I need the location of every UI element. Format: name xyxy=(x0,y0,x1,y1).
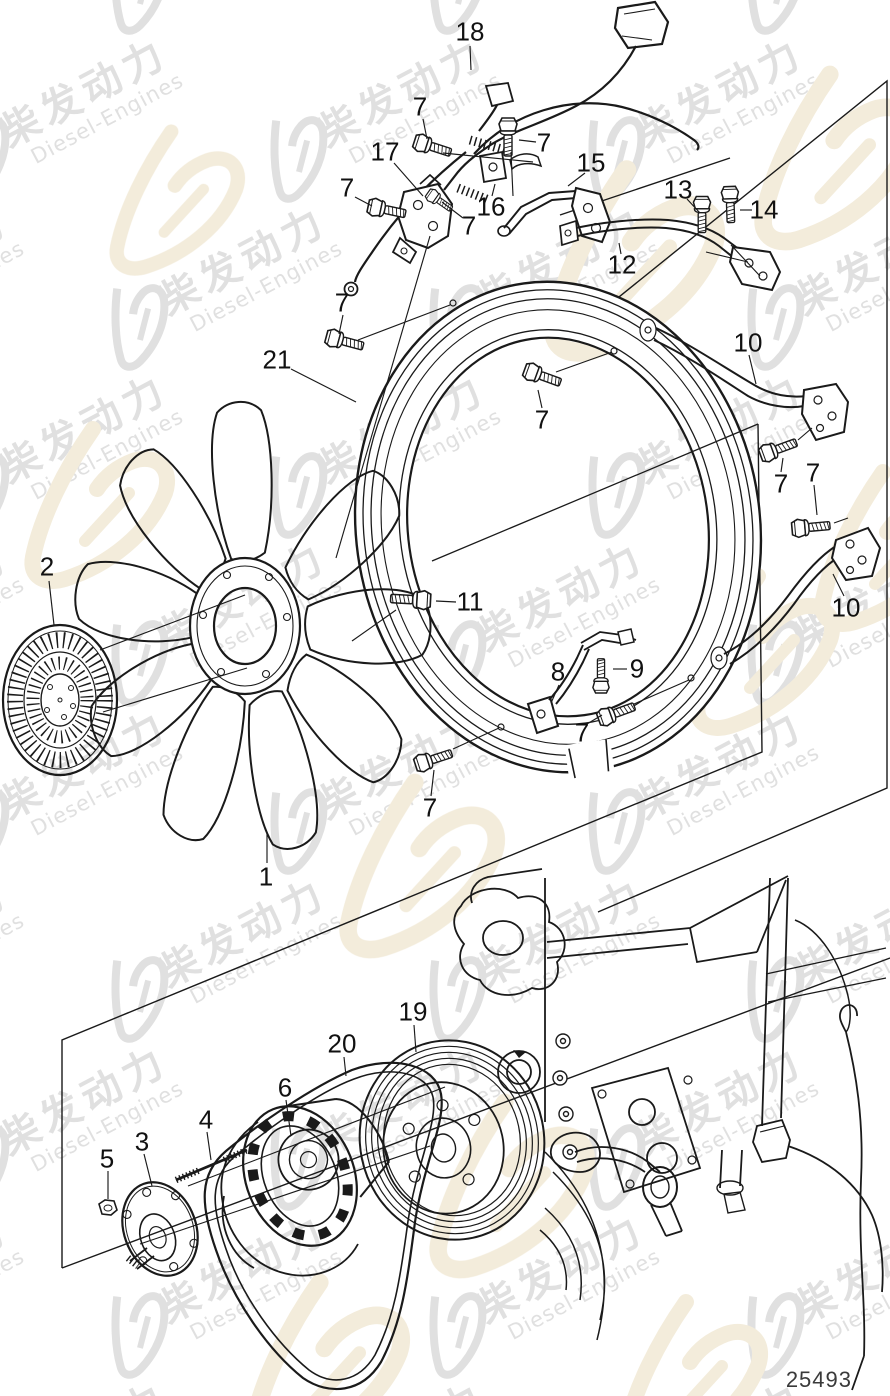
bracket-15 xyxy=(497,186,612,244)
callout-18-0: 18 xyxy=(455,16,485,47)
bracket-12 xyxy=(559,218,782,292)
callout-8-20: 8 xyxy=(550,656,566,687)
callout-19-25: 19 xyxy=(398,996,428,1027)
viscous-clutch xyxy=(1,623,119,777)
callout-7-15: 7 xyxy=(773,468,789,499)
callout-7-23: 7 xyxy=(422,792,438,823)
callout-15-7: 15 xyxy=(576,147,606,178)
callout-14-10: 14 xyxy=(749,194,779,225)
svg-text:Diesel-Engines: Diesel-Engines xyxy=(0,0,28,1)
svg-text:Diesel-Engines: Diesel-Engines xyxy=(0,236,28,337)
pulley-19 xyxy=(358,1039,546,1241)
engine-block xyxy=(453,868,887,1391)
svg-text:Diesel-Engines: Diesel-Engines xyxy=(504,0,665,1)
shroud-mount-holes xyxy=(449,299,728,731)
bracket-8 xyxy=(526,628,637,735)
callout-13-9: 13 xyxy=(663,174,693,205)
callout-7-22: 7 xyxy=(574,717,590,748)
svg-text:Diesel-Engines: Diesel-Engines xyxy=(822,0,890,1)
callout-1-24: 1 xyxy=(258,861,274,892)
callout-7-16: 7 xyxy=(805,457,821,488)
callout-20-26: 20 xyxy=(327,1028,357,1059)
callout-9-21: 9 xyxy=(629,653,645,684)
callout-2-19: 2 xyxy=(39,551,55,582)
wire-harness xyxy=(343,0,700,297)
drawing-number: 25493 xyxy=(785,1367,852,1392)
frame-diagonal xyxy=(431,423,759,562)
callout-5-30: 5 xyxy=(99,1143,115,1174)
bolt-9 xyxy=(592,658,610,694)
callout-7-13: 7 xyxy=(534,404,550,435)
bracket-17 xyxy=(391,173,454,265)
callout-7-11: 7 xyxy=(334,287,350,318)
callout-7-3: 7 xyxy=(339,172,355,203)
callout-16-5: 16 xyxy=(476,191,506,222)
svg-text:Diesel-Engines: Diesel-Engines xyxy=(0,908,28,1009)
svg-text:Diesel-Engines: Diesel-Engines xyxy=(0,572,28,673)
callout-7-6: 7 xyxy=(461,210,477,241)
callout-11-18: 11 xyxy=(456,586,484,617)
svg-text:Diesel-Engines: Diesel-Engines xyxy=(0,1244,28,1345)
support-bracket-10-lower xyxy=(723,526,882,665)
stud-4 xyxy=(174,1147,249,1183)
svg-text:Diesel-Engines: Diesel-Engines xyxy=(186,0,347,1)
callout-3-29: 3 xyxy=(134,1126,150,1157)
svg-text:柴发动力: 柴发动力 xyxy=(628,1374,812,1396)
cooling-fan xyxy=(71,399,431,857)
callout-12-8: 12 xyxy=(607,249,637,280)
callout-7-1: 7 xyxy=(412,91,428,122)
svg-text:柴发动力: 柴发动力 xyxy=(0,1374,176,1396)
callout-6-27: 6 xyxy=(277,1072,293,1103)
support-bracket-10-upper xyxy=(653,327,850,442)
callout-17-2: 17 xyxy=(370,136,400,167)
bolt-14 xyxy=(720,185,741,224)
callout-4-28: 4 xyxy=(198,1104,214,1135)
callout-7-4: 7 xyxy=(536,127,552,158)
fan-shroud-ring xyxy=(353,280,763,785)
leader-lines xyxy=(48,45,849,1245)
callout-10-14: 10 xyxy=(733,327,763,358)
callout-21-12: 21 xyxy=(262,344,292,375)
nut-5 xyxy=(98,1199,118,1216)
callout-10-17: 10 xyxy=(831,592,861,623)
